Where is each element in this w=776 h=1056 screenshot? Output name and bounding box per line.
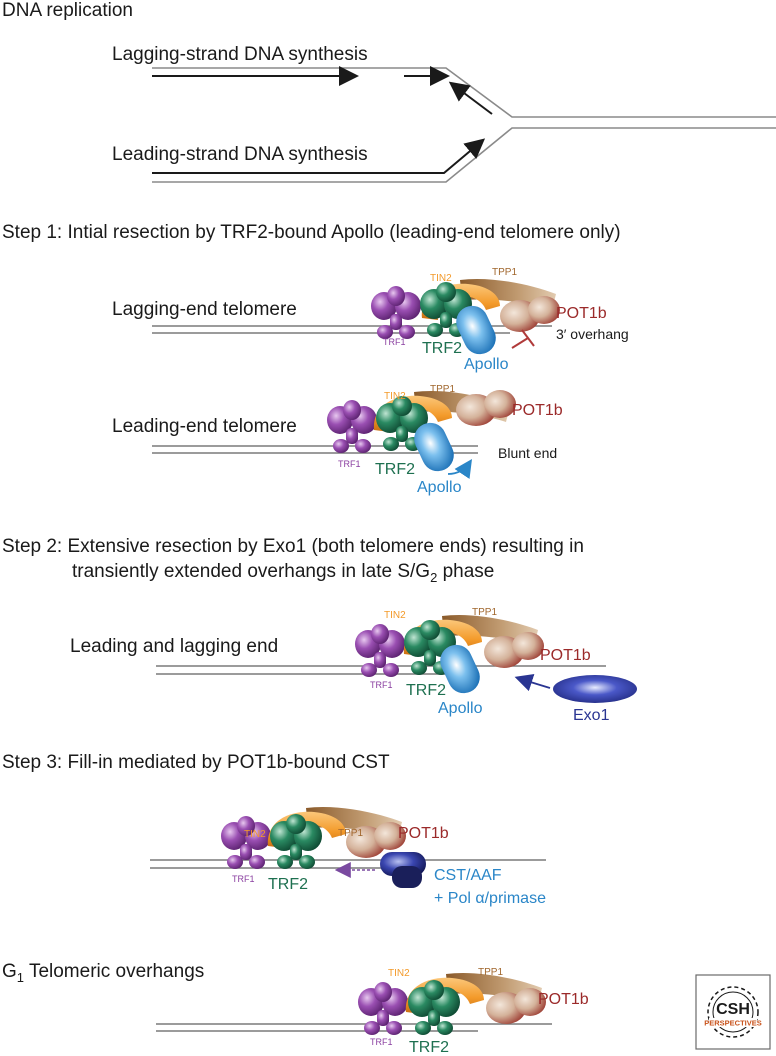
leading-lagging-end-telomere: Leading and lagging end TIN2 TPP1 POT1b … — [70, 607, 637, 724]
tin2-label: TIN2 — [430, 273, 452, 284]
trf1-label: TRF1 — [370, 680, 393, 690]
replication-title: DNA replication — [2, 0, 133, 21]
trf1-label: TRF1 — [338, 459, 361, 469]
apollo-protein — [440, 644, 480, 694]
step1-section: Step 1: Intial resection by TRF2-bound A… — [2, 222, 629, 496]
blunt-end-label: Blunt end — [498, 445, 557, 461]
trf1-protein — [355, 624, 405, 677]
exo1-protein — [553, 675, 637, 703]
leading-strand-label: Leading-strand DNA synthesis — [112, 144, 368, 165]
leading-strand-new — [152, 138, 486, 174]
pot1b-label: POT1b — [512, 402, 563, 419]
trf1-label: TRF1 — [232, 874, 255, 884]
trf1-label: TRF1 — [383, 337, 406, 347]
trf1-protein — [221, 816, 271, 869]
step1-title: Step 1: Intial resection by TRF2-bound A… — [2, 222, 621, 243]
replication-section: DNA replication Lagging-strand DNA synth… — [2, 0, 776, 183]
fork-parent-top-strand — [152, 67, 776, 118]
leading-lagging-label: Leading and lagging end — [70, 636, 278, 657]
cst-label: CST/AAF — [434, 867, 502, 884]
tpp1-label: TPP1 — [478, 967, 503, 978]
g1-title: G1 Telomeric overhangs — [2, 961, 204, 985]
trf2-label: TRF2 — [409, 1039, 449, 1056]
apollo-protein — [414, 422, 454, 472]
trf1-protein — [327, 400, 377, 453]
step2-section: Step 2: Extensive resection by Exo1 (bot… — [2, 536, 637, 724]
trf2-label: TRF2 — [268, 876, 308, 893]
overhang-label: 3′ overhang — [556, 326, 629, 342]
pot1b-label: POT1b — [398, 825, 449, 842]
csh-perspectives-logo: CSH PERSPECTIVES — [695, 974, 771, 1050]
leading-end-telomere: Leading-end telomere TIN2 TPP1 POT1b Blu… — [112, 384, 563, 496]
apollo-label: Apollo — [464, 356, 509, 373]
logo-subtext: PERSPECTIVES — [704, 1019, 762, 1028]
tpp1-label: TPP1 — [338, 828, 363, 839]
tin2-label: TIN2 — [244, 829, 266, 840]
apollo-label: Apollo — [438, 700, 483, 717]
fill-in-telomere: TIN2 TPP1 POT1b TRF1 TRF2 CST/AAF + Pol … — [150, 806, 546, 907]
lagging-strand-label: Lagging-strand DNA synthesis — [112, 44, 368, 65]
tpp1-label: TPP1 — [472, 607, 497, 618]
trf2-label: TRF2 — [422, 340, 462, 357]
tpp1-label: TPP1 — [492, 267, 517, 278]
trf2-label: TRF2 — [375, 461, 415, 478]
resection-arrow-icon — [447, 459, 472, 479]
tin2-label: TIN2 — [384, 610, 406, 621]
step3-section: Step 3: Fill-in mediated by POT1b-bound … — [2, 752, 546, 907]
pot1b-label: POT1b — [540, 647, 591, 664]
trf1-protein — [371, 286, 421, 339]
lagging-end-telomere: Lagging-end telomere TIN2 TPP1 POT1b 3′ … — [112, 267, 629, 373]
trf1-protein — [358, 982, 408, 1035]
trf1-label: TRF1 — [370, 1037, 393, 1047]
okazaki-fragment-3 — [448, 81, 493, 115]
pol-alpha-primase — [392, 866, 422, 888]
apollo-protein — [456, 305, 496, 355]
trf2-label: TRF2 — [406, 682, 446, 699]
tin2-label: TIN2 — [388, 968, 410, 979]
logo-text: CSH — [716, 1001, 750, 1018]
pot1b-label: POT1b — [556, 305, 607, 322]
pol-alpha-label: + Pol α/primase — [434, 890, 546, 907]
g1-section: G1 Telomeric overhangs TIN2 TPP1 POT1b T… — [2, 961, 589, 1056]
tpp1-label: TPP1 — [430, 384, 455, 395]
inhibition-icon — [511, 329, 535, 349]
g1-telomere: TIN2 TPP1 POT1b TRF1 TRF2 — [156, 967, 589, 1056]
exo1-label: Exo1 — [573, 707, 610, 724]
exo1-direction-arrow-icon — [514, 674, 551, 692]
leading-end-label: Leading-end telomere — [112, 416, 297, 437]
apollo-label: Apollo — [417, 479, 462, 496]
pot1b-label: POT1b — [538, 991, 589, 1008]
step3-title: Step 3: Fill-in mediated by POT1b-bound … — [2, 752, 390, 773]
step2-title-line1: Step 2: Extensive resection by Exo1 (bot… — [2, 536, 584, 557]
tin2-label: TIN2 — [384, 391, 406, 402]
step2-title-line2: transiently extended overhangs in late S… — [72, 561, 494, 585]
lagging-end-label: Lagging-end telomere — [112, 299, 297, 320]
